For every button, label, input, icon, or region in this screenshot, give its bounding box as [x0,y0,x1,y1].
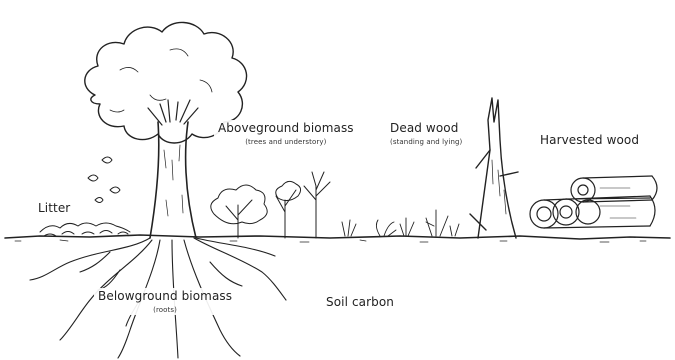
ground-texture [15,240,646,242]
ground-plants [342,210,459,236]
label-dead-wood: Dead wood (standing and lying) [386,120,466,147]
harvested-title: Harvested wood [540,133,639,147]
label-litter: Litter [34,200,74,216]
deadwood-subtitle: (standing and lying) [390,138,462,146]
belowground-title: Belowground biomass [98,289,232,303]
litter-pile [40,223,130,236]
aboveground-subtitle: (trees and understory) [218,138,354,146]
aboveground-title: Aboveground biomass [218,121,354,135]
label-harvested-wood: Harvested wood [536,132,643,148]
trunk-branches [148,100,198,125]
understory-shrubs [211,172,330,238]
falling-leaves [88,157,120,203]
ground-line [5,235,670,239]
label-soil-carbon: Soil carbon [322,294,398,310]
label-aboveground-biomass: Aboveground biomass (trees and understor… [214,120,358,147]
belowground-subtitle: (roots) [98,306,232,314]
soil-title: Soil carbon [326,295,394,309]
dead-tree-snag [470,98,518,238]
canopy-detail [110,49,212,112]
harvested-log-pile [530,176,657,228]
label-belowground-biomass: Belowground biomass (roots) [94,288,236,315]
deadwood-title: Dead wood [390,121,458,135]
litter-title: Litter [38,201,70,215]
trunk-bark [164,145,183,216]
